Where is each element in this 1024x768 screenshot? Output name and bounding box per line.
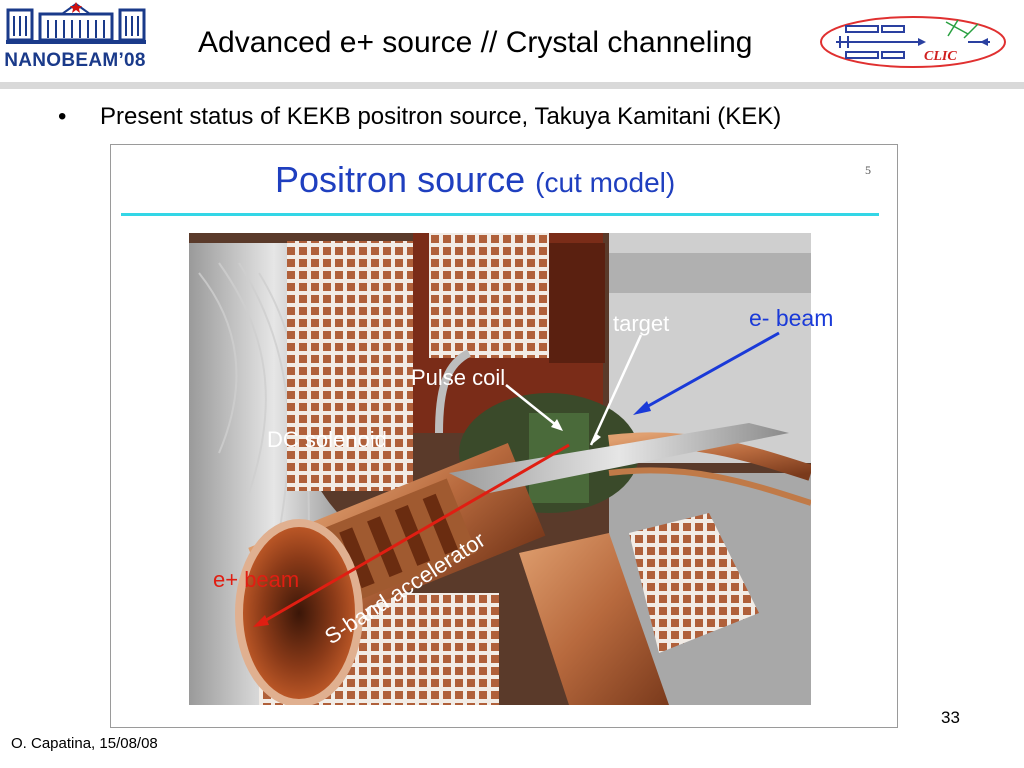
nanobeam-logo: NANOBEAM’08 — [0, 0, 150, 78]
e-plus-beam-arrow-head — [253, 615, 269, 627]
pulse-coil-arrow — [505, 384, 557, 426]
building-icon — [6, 2, 146, 44]
label-s-band-accelerator: S-band accelerator — [320, 527, 490, 649]
clic-logo-text: CLIC — [924, 49, 957, 64]
label-dc-solenoid: DC solenoid — [267, 427, 387, 452]
figure-title-main: Positron source — [275, 159, 526, 200]
slide-title: Advanced e+ source // Crystal channeling — [198, 26, 753, 59]
clic-logo: CLIC — [820, 16, 1006, 68]
e-plus-beam-arrow — [260, 443, 570, 625]
pulse-coil-arrow-head — [551, 419, 563, 431]
figure-title-rule — [121, 213, 879, 216]
page-number: 33 — [941, 708, 960, 727]
cut-model-photo — [189, 233, 811, 705]
e-minus-beam-arrow — [640, 331, 780, 412]
bullet-item: • Present status of KEKB positron source,… — [58, 103, 781, 131]
nanobeam-logo-text: NANOBEAM’08 — [4, 50, 146, 71]
positron-source-figure: Positron source (cut model) 5 — [110, 144, 898, 728]
label-target: target — [613, 311, 669, 336]
label-e-plus-beam: e+ beam — [213, 567, 299, 592]
header-rule — [0, 82, 1024, 89]
figure-inner-page-number: 5 — [865, 163, 871, 177]
label-e-minus-beam: e- beam — [749, 305, 833, 331]
annotation-overlay: target e- beam Pulse coil DC solenoid e+… — [213, 305, 833, 649]
label-pulse-coil: Pulse coil — [411, 365, 505, 390]
e-minus-beam-arrow-head — [633, 401, 651, 415]
bullet-text: Present status of KEKB positron source, … — [100, 103, 782, 130]
figure-title-suffix: (cut model) — [535, 167, 676, 198]
footer-author-date: O. Capatina, 15/08/08 — [11, 735, 158, 752]
figure-title: Positron source (cut model) — [275, 159, 675, 201]
bullet-marker: • — [58, 103, 67, 130]
target-arrow-head — [591, 433, 601, 445]
target-arrow — [589, 334, 643, 446]
